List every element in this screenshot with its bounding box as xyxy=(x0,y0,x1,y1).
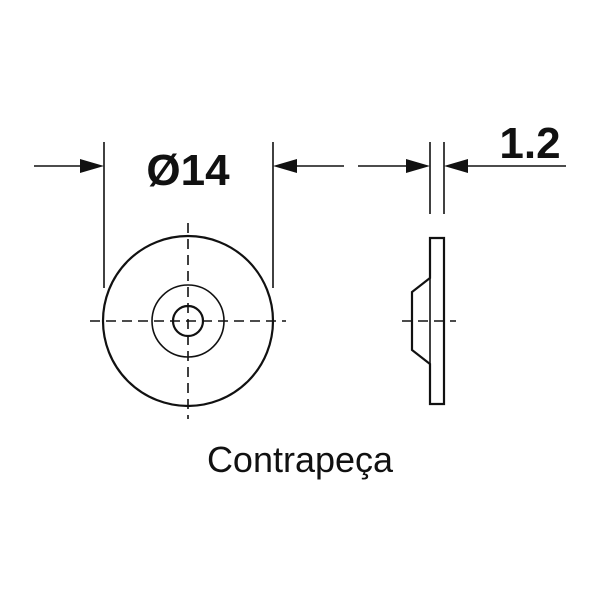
diameter-arrow-left xyxy=(80,159,104,173)
side-view: 1.2 xyxy=(358,119,566,406)
diameter-label: Ø14 xyxy=(146,146,230,195)
thickness-label: 1.2 xyxy=(499,119,560,168)
thickness-arrow-right xyxy=(444,159,468,173)
diameter-arrow-right xyxy=(273,159,297,173)
caption: Contrapeça xyxy=(207,439,394,480)
front-view: Ø14 xyxy=(34,142,344,419)
thickness-arrow-left xyxy=(406,159,430,173)
